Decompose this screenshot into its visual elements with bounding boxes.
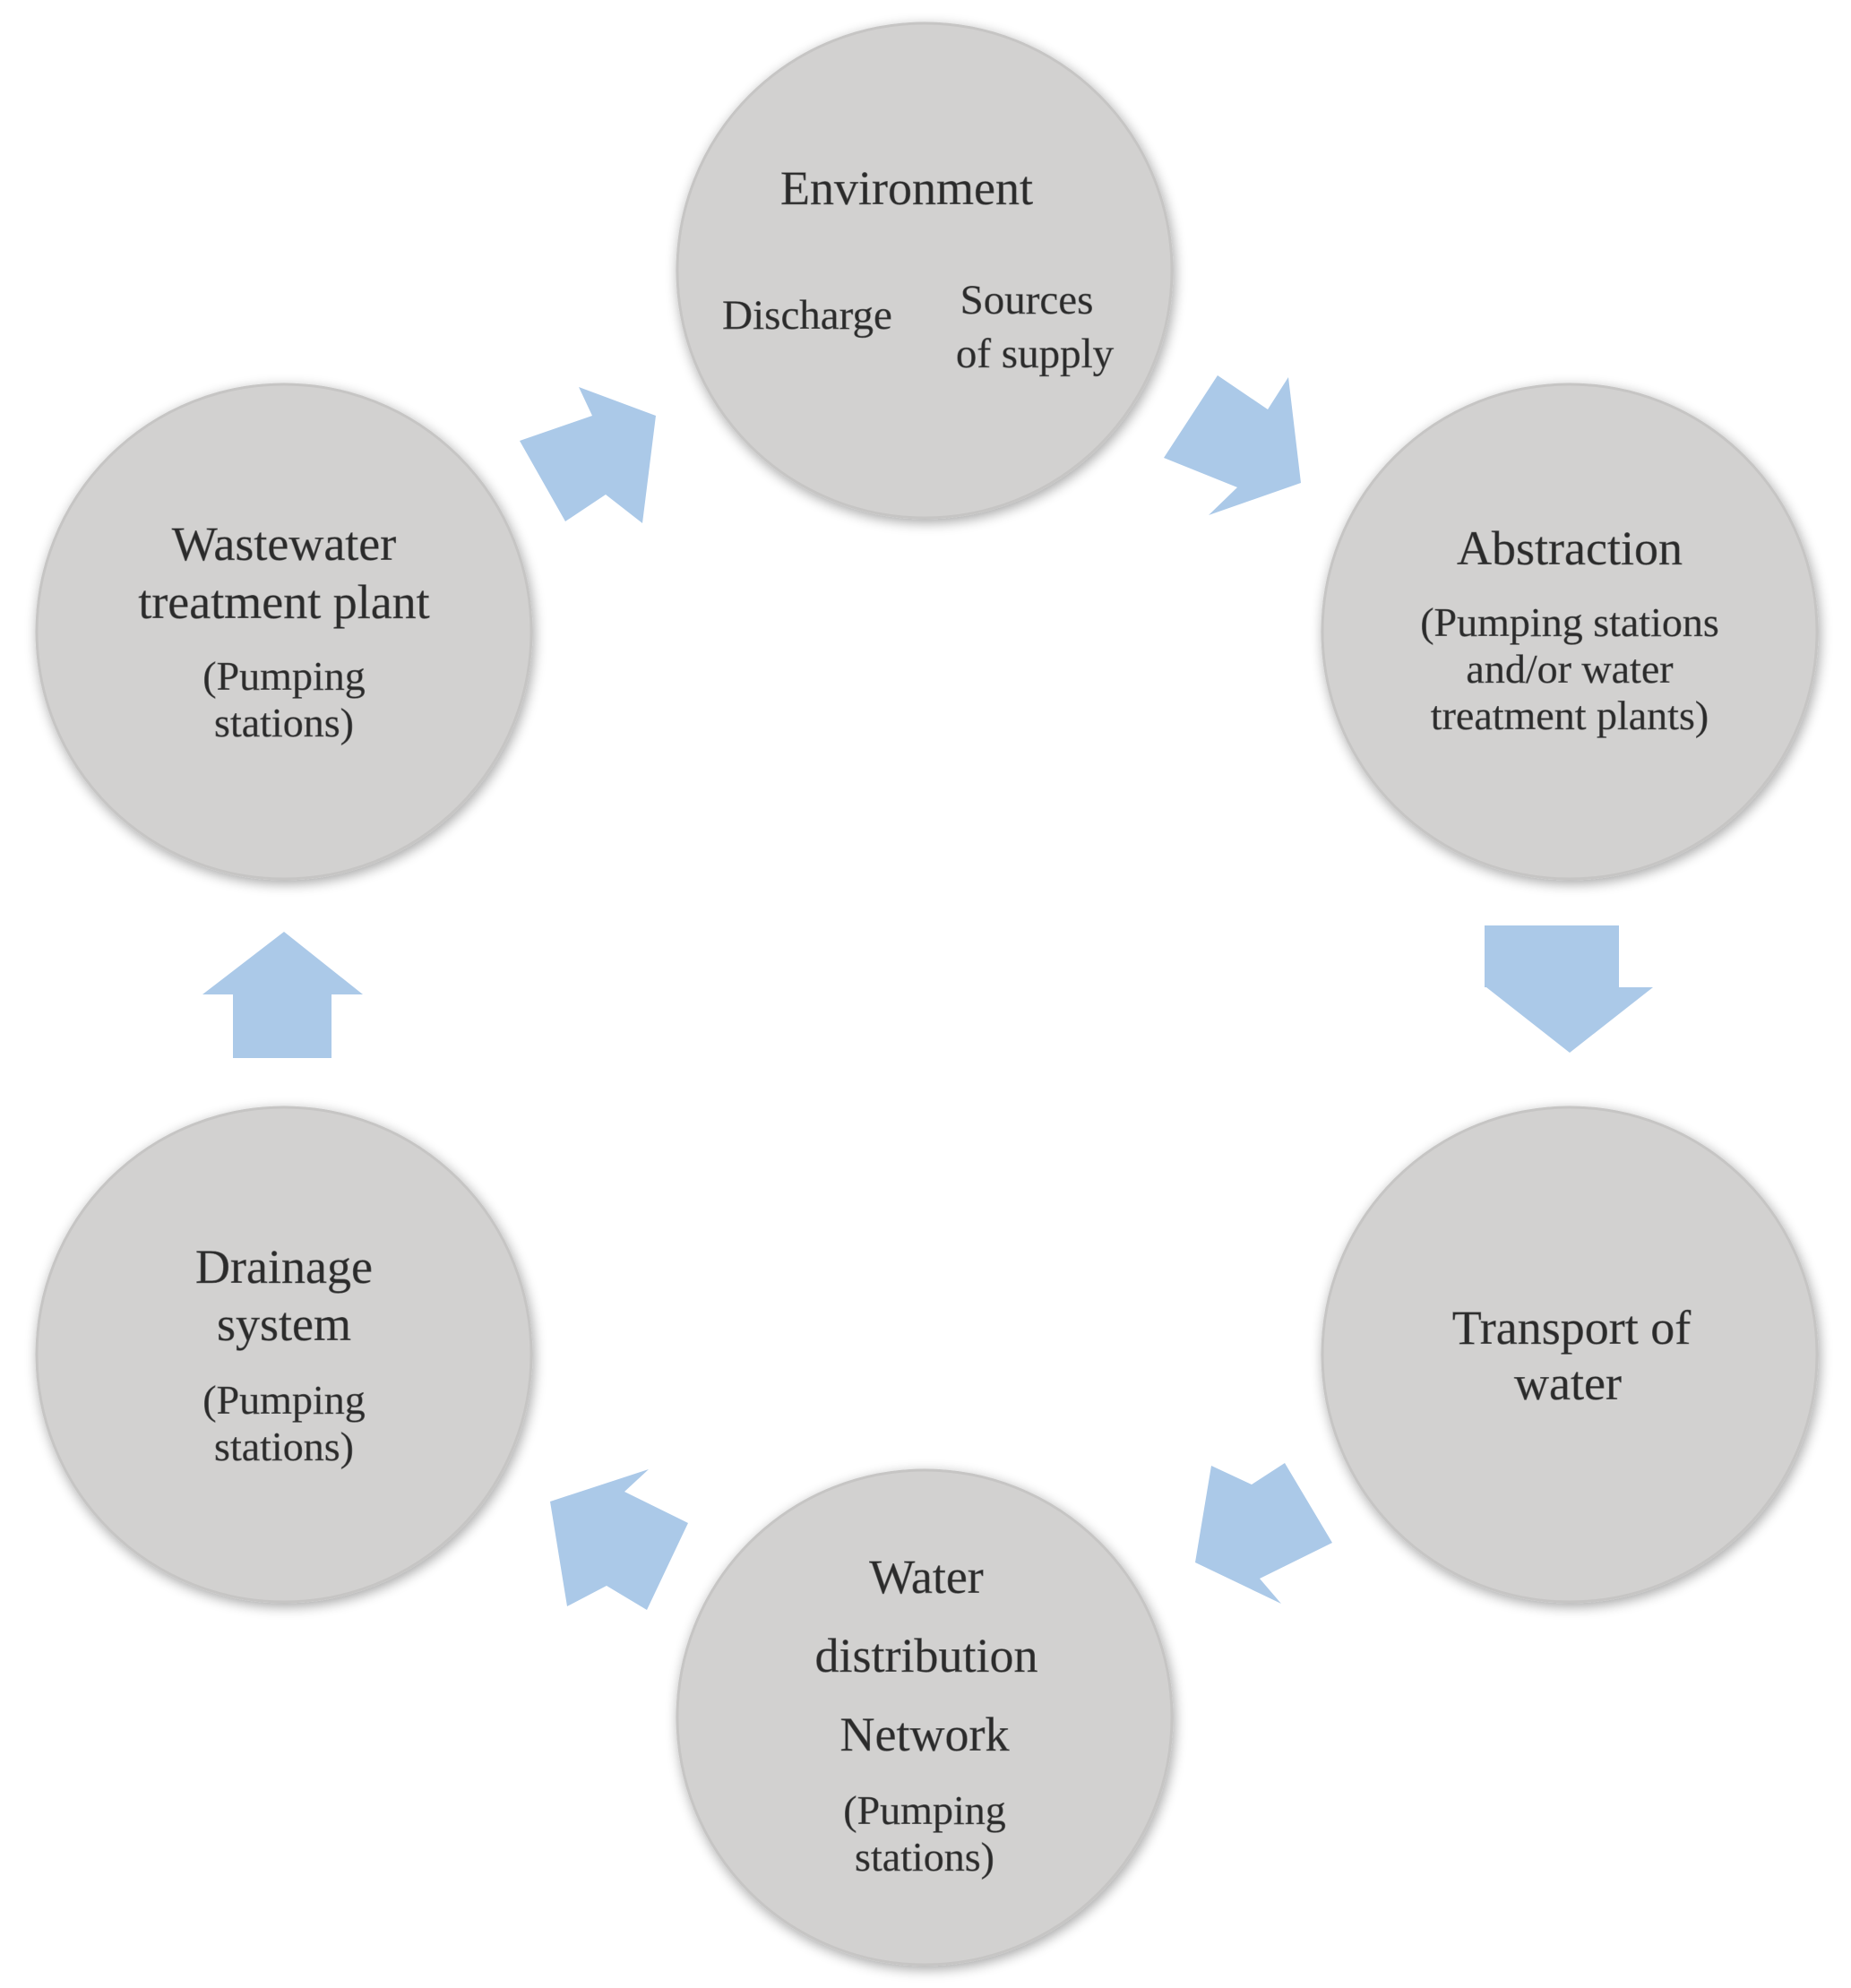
node-abstraction-title: Abstraction: [1457, 521, 1683, 575]
node-transport-circle: [1321, 1106, 1819, 1604]
node-distribution-circle: [676, 1468, 1174, 1966]
node-drainage-circle: [35, 1106, 533, 1604]
arrow-abstraction-to-transport-icon: [1485, 925, 1653, 1053]
node-distribution-sub-1: (Pumping: [843, 1787, 1005, 1833]
arrow-drainage-to-wastewater-icon: [202, 932, 363, 1058]
node-abstraction-sub-2: and/or water: [1466, 646, 1673, 692]
node-drainage-title-2: system: [217, 1297, 351, 1351]
node-abstraction: Abstraction (Pumping stations and/or wat…: [1321, 383, 1819, 881]
node-wastewater-circle: [35, 383, 533, 881]
node-distribution: Water distribution Network (Pumping stat…: [676, 1468, 1174, 1966]
arrow-distribution-to-drainage-icon: [550, 1469, 688, 1610]
node-drainage-sub-2: stations): [214, 1424, 354, 1469]
node-environment-title: Environment: [780, 161, 1033, 215]
arrow-transport-to-distribution-icon: [1195, 1463, 1332, 1604]
node-environment-supply-label: of supply: [956, 331, 1115, 377]
node-wastewater-sub-2: stations): [214, 700, 354, 745]
node-wastewater-title-1: Wastewater: [172, 517, 397, 571]
node-wastewater-sub-1: (Pumping: [202, 653, 365, 699]
node-distribution-title-1: Water: [869, 1550, 984, 1604]
node-drainage: Drainage system (Pumping stations): [35, 1106, 533, 1604]
arrow-wastewater-to-environment-icon: [520, 387, 656, 523]
node-distribution-title-3: Network: [840, 1708, 1010, 1761]
node-environment-discharge-label: Discharge: [722, 292, 892, 339]
node-environment: Environment Discharge Sources of supply: [676, 22, 1174, 520]
node-environment-sources-label: Sources: [960, 277, 1094, 323]
node-transport-title-1: Transport of: [1452, 1301, 1692, 1355]
node-distribution-sub-2: stations): [855, 1834, 994, 1880]
node-abstraction-sub-1: (Pumping stations: [1420, 599, 1719, 645]
node-drainage-sub-1: (Pumping: [202, 1377, 365, 1423]
node-distribution-title-2: distribution: [814, 1629, 1037, 1682]
node-transport: Transport of water: [1321, 1106, 1819, 1604]
node-environment-circle: [676, 22, 1174, 520]
arrow-environment-to-abstraction-icon: [1164, 375, 1301, 515]
node-abstraction-sub-3: treatment plants): [1431, 693, 1709, 738]
node-wastewater-title-2: treatment plant: [138, 575, 429, 629]
node-abstraction-circle: [1321, 383, 1819, 881]
node-wastewater: Wastewater treatment plant (Pumping stat…: [35, 383, 533, 881]
node-transport-title-2: water: [1514, 1356, 1622, 1410]
node-drainage-title-1: Drainage: [195, 1240, 373, 1294]
